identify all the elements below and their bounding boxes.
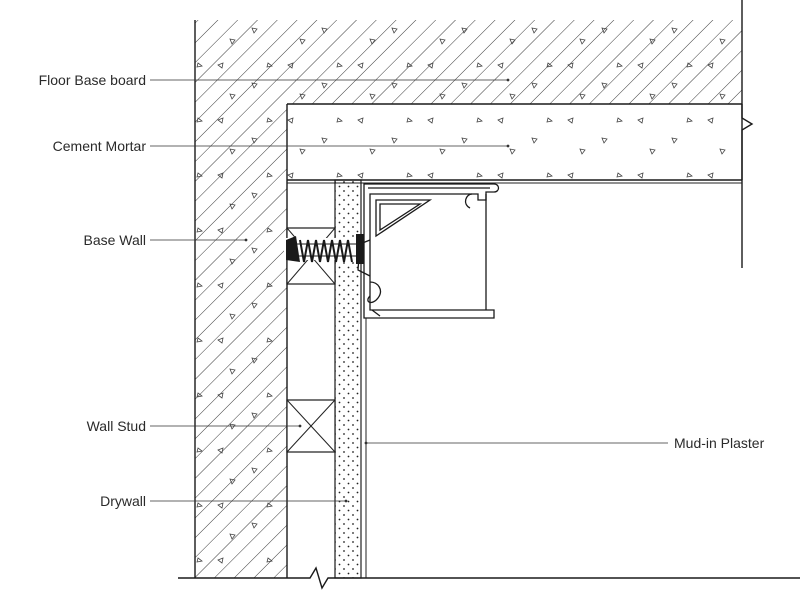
label-mud-in-plaster: Mud-in Plaster — [674, 435, 765, 451]
leader-lines — [150, 78, 668, 503]
baseboard-profile — [357, 183, 500, 319]
screw-icon — [284, 234, 364, 264]
section-outlines — [178, 0, 800, 590]
label-floor-base-board: Floor Base board — [39, 72, 146, 88]
callout-labels: Floor Base board Cement Mortar Base Wall… — [39, 72, 765, 509]
cement-mortar-layer — [287, 104, 742, 180]
label-wall-stud: Wall Stud — [87, 418, 146, 434]
label-drywall: Drywall — [100, 493, 146, 509]
label-base-wall: Base Wall — [83, 232, 146, 248]
mud-in-plaster-layer — [360, 318, 367, 578]
label-cement-mortar: Cement Mortar — [53, 138, 147, 154]
base-wall-hatch — [195, 20, 742, 578]
